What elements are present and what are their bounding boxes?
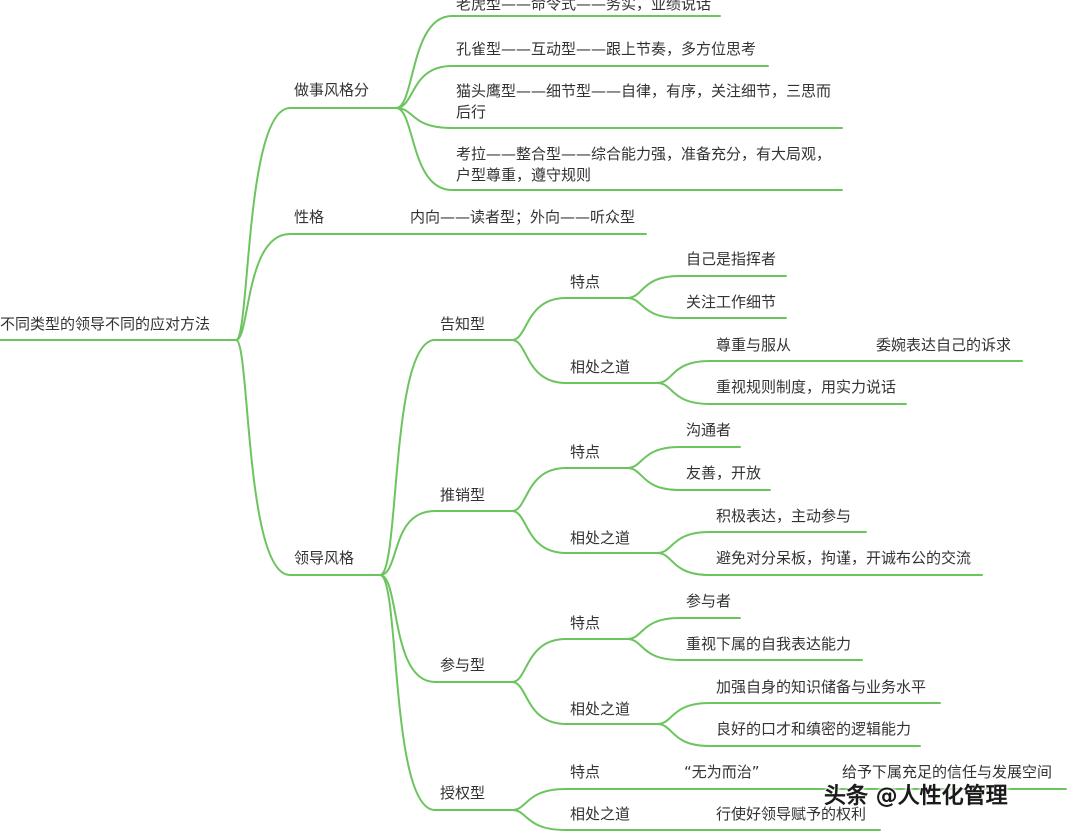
connector bbox=[626, 275, 681, 299]
connector bbox=[626, 617, 681, 640]
node-delegate: 授权型 bbox=[440, 784, 486, 802]
node-participate-trait-1: 参与者 bbox=[686, 592, 732, 610]
connector bbox=[626, 446, 681, 469]
node-koala: 考拉——整合型——综合能力强，准备充分，有大局观，户型尊重，遵守规则 bbox=[456, 145, 832, 184]
node-owl: 猫头鹰型——细节型——自律，有序，关注细节，三思而后行 bbox=[456, 82, 832, 121]
connector bbox=[379, 510, 436, 576]
node-inform-trait-1: 自己是指挥者 bbox=[686, 250, 777, 268]
connector bbox=[626, 297, 681, 319]
connector bbox=[395, 65, 453, 109]
connector bbox=[235, 233, 291, 341]
connector bbox=[511, 339, 567, 384]
connector bbox=[626, 467, 681, 491]
branch-work-style: 做事风格分 bbox=[294, 81, 370, 99]
connector bbox=[395, 107, 453, 191]
connector bbox=[656, 382, 711, 405]
connector bbox=[511, 638, 567, 683]
connector bbox=[379, 574, 436, 811]
node-sell-traits: 特点 bbox=[570, 443, 601, 461]
node-sell-way-1: 积极表达，主动参与 bbox=[716, 507, 852, 525]
node-inform-way-1: 尊重与服从 bbox=[716, 336, 792, 354]
node-inform: 告知型 bbox=[440, 315, 486, 333]
node-delegate-ways: 相处之道 bbox=[570, 805, 631, 823]
connector bbox=[511, 510, 567, 554]
node-personality-detail: 内向——读者型；外向——听众型 bbox=[410, 208, 636, 226]
node-inform-trait-2: 关注工作细节 bbox=[686, 293, 777, 311]
node-participate-traits: 特点 bbox=[570, 614, 601, 632]
connector bbox=[511, 297, 567, 341]
root-topic: 不同类型的领导不同的应对方法 bbox=[0, 315, 211, 333]
node-delegate-traits: 特点 bbox=[570, 763, 601, 781]
branch-leadership: 领导风格 bbox=[294, 549, 355, 567]
node-sell-trait-2: 友善，开放 bbox=[686, 464, 762, 482]
node-participate: 参与型 bbox=[440, 656, 486, 674]
connector bbox=[395, 107, 453, 129]
connector bbox=[379, 574, 436, 683]
node-inform-ways: 相处之道 bbox=[570, 358, 631, 376]
node-inform-traits: 特点 bbox=[570, 273, 601, 291]
node-tiger: 老虎型——命令式——务实，业绩说话 bbox=[456, 0, 712, 13]
node-participate-trait-2: 重视下属的自我表达能力 bbox=[686, 635, 852, 653]
node-participate-ways: 相处之道 bbox=[570, 700, 631, 718]
connector bbox=[379, 339, 436, 576]
node-inform-way-2: 重视规则制度，用实力说话 bbox=[716, 378, 897, 396]
node-sell-trait-1: 沟通者 bbox=[686, 421, 732, 439]
node-delegate-trait: “无为而治” bbox=[684, 763, 760, 781]
node-delegate-trait-sub: 给予下属充足的信任与发展空间 bbox=[842, 763, 1053, 781]
connector bbox=[511, 467, 567, 512]
connector bbox=[511, 788, 567, 811]
watermark: 头条 @人性化管理 bbox=[824, 784, 1008, 809]
node-participate-way-2: 良好的口才和缜密的逻辑能力 bbox=[716, 720, 912, 738]
node-peacock: 孔雀型——互动型——跟上节奏，多方位思考 bbox=[456, 40, 757, 58]
node-participate-way-1: 加强自身的知识储备与业务水平 bbox=[716, 678, 927, 696]
node-inform-way-1-sub: 委婉表达自己的诉求 bbox=[876, 336, 1012, 354]
connector bbox=[656, 552, 711, 576]
connector bbox=[626, 638, 681, 661]
node-delegate-way: 行使好领导赋予的权利 bbox=[716, 805, 867, 823]
connector bbox=[511, 809, 567, 831]
connector bbox=[656, 723, 711, 747]
node-sell-ways: 相处之道 bbox=[570, 529, 631, 547]
connector bbox=[511, 681, 567, 725]
connector bbox=[656, 531, 711, 554]
connector bbox=[656, 360, 711, 384]
connector bbox=[395, 15, 453, 109]
connector bbox=[656, 702, 711, 725]
node-sell-way-2: 避免对分呆板，拘谨，开诚布公的交流 bbox=[716, 549, 972, 567]
connector bbox=[235, 339, 291, 576]
branch-personality: 性格 bbox=[294, 208, 325, 226]
connector bbox=[235, 107, 291, 341]
node-sell: 推销型 bbox=[440, 486, 486, 504]
